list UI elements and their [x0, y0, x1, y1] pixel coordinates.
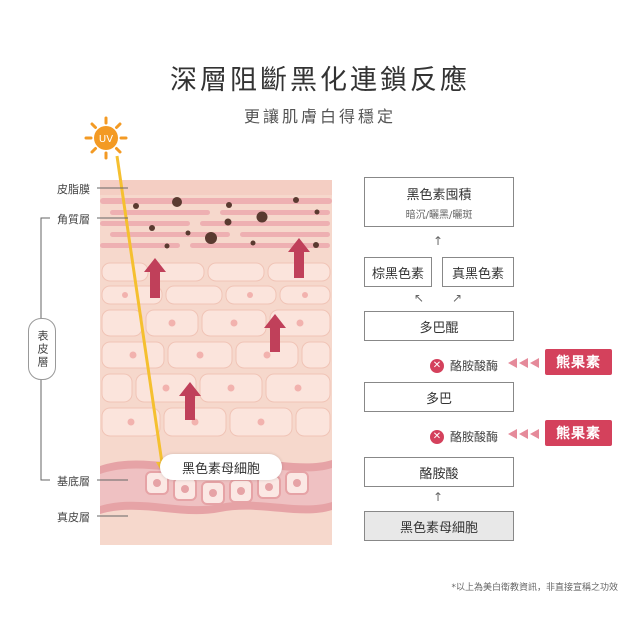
migration-arrows	[144, 238, 310, 420]
sebum-label: 皮脂膜	[57, 183, 90, 196]
epidermis-label: 表皮層	[28, 318, 56, 380]
cell-nuclei	[122, 292, 308, 426]
tyrosinase-label-2: 酪胺酸酶	[450, 430, 499, 444]
arrow-up-icon: ↑	[433, 234, 444, 248]
sun-icon: UV	[84, 116, 128, 160]
pheomelanin-box: 真黑色素	[442, 257, 514, 287]
arbutin-tag-1: 熊果素	[545, 349, 612, 375]
block-x-icon: ✕	[430, 429, 444, 444]
dopa-box: 多巴	[364, 382, 514, 412]
arrow-up-icon: ↑	[433, 490, 444, 504]
stratum-corneum-label: 角質層	[57, 213, 90, 226]
inhibit-chevrons-1	[508, 358, 539, 368]
melanin-dots	[133, 197, 320, 249]
arrow-up-left-icon: ↖	[414, 291, 425, 305]
dermis-label: 真皮層	[57, 511, 90, 524]
melanocyte-pill: 黑色素母細胞	[160, 454, 282, 480]
basal-label: 基底層	[57, 475, 90, 488]
inhibit-chevrons-2	[508, 429, 539, 439]
arbutin-tag-2: 熊果素	[545, 420, 612, 446]
block-x-icon: ✕	[430, 358, 444, 373]
tyrosinase-row-2: ✕ 酪胺酸酶	[430, 428, 498, 445]
eumelanin-box: 棕黑色素	[364, 257, 432, 287]
uv-ray	[115, 155, 165, 471]
page-title: 深層阻斷黑化連鎖反應	[170, 65, 470, 96]
page-subtitle: 更讓肌膚白得穩定	[243, 107, 396, 126]
melanocyte-box: 黑色素母細胞	[364, 511, 514, 541]
melanin-accumulation-sub: 暗沉/曬黑/曬斑	[405, 209, 473, 221]
dopaquinone-box: 多巴醌	[364, 311, 514, 341]
tyrosinase-row-1: ✕ 酪胺酸酶	[430, 357, 498, 374]
melanin-accumulation-box: 黑色素囤積 暗沉/曬黑/曬斑	[364, 177, 514, 227]
melanin-accumulation-label: 黑色素囤積	[406, 187, 472, 203]
tyrosine-box: 酪胺酸	[364, 457, 514, 487]
arrow-up-right-icon: ↗	[452, 291, 463, 305]
tyrosinase-label-1: 酪胺酸酶	[450, 359, 499, 373]
uv-label: UV	[99, 134, 113, 145]
sebum-layer	[100, 180, 332, 195]
footnote: *以上為美白衛教資訊，非直接宣稱之功效	[451, 583, 618, 593]
basal-cell-nuclei	[153, 479, 301, 497]
